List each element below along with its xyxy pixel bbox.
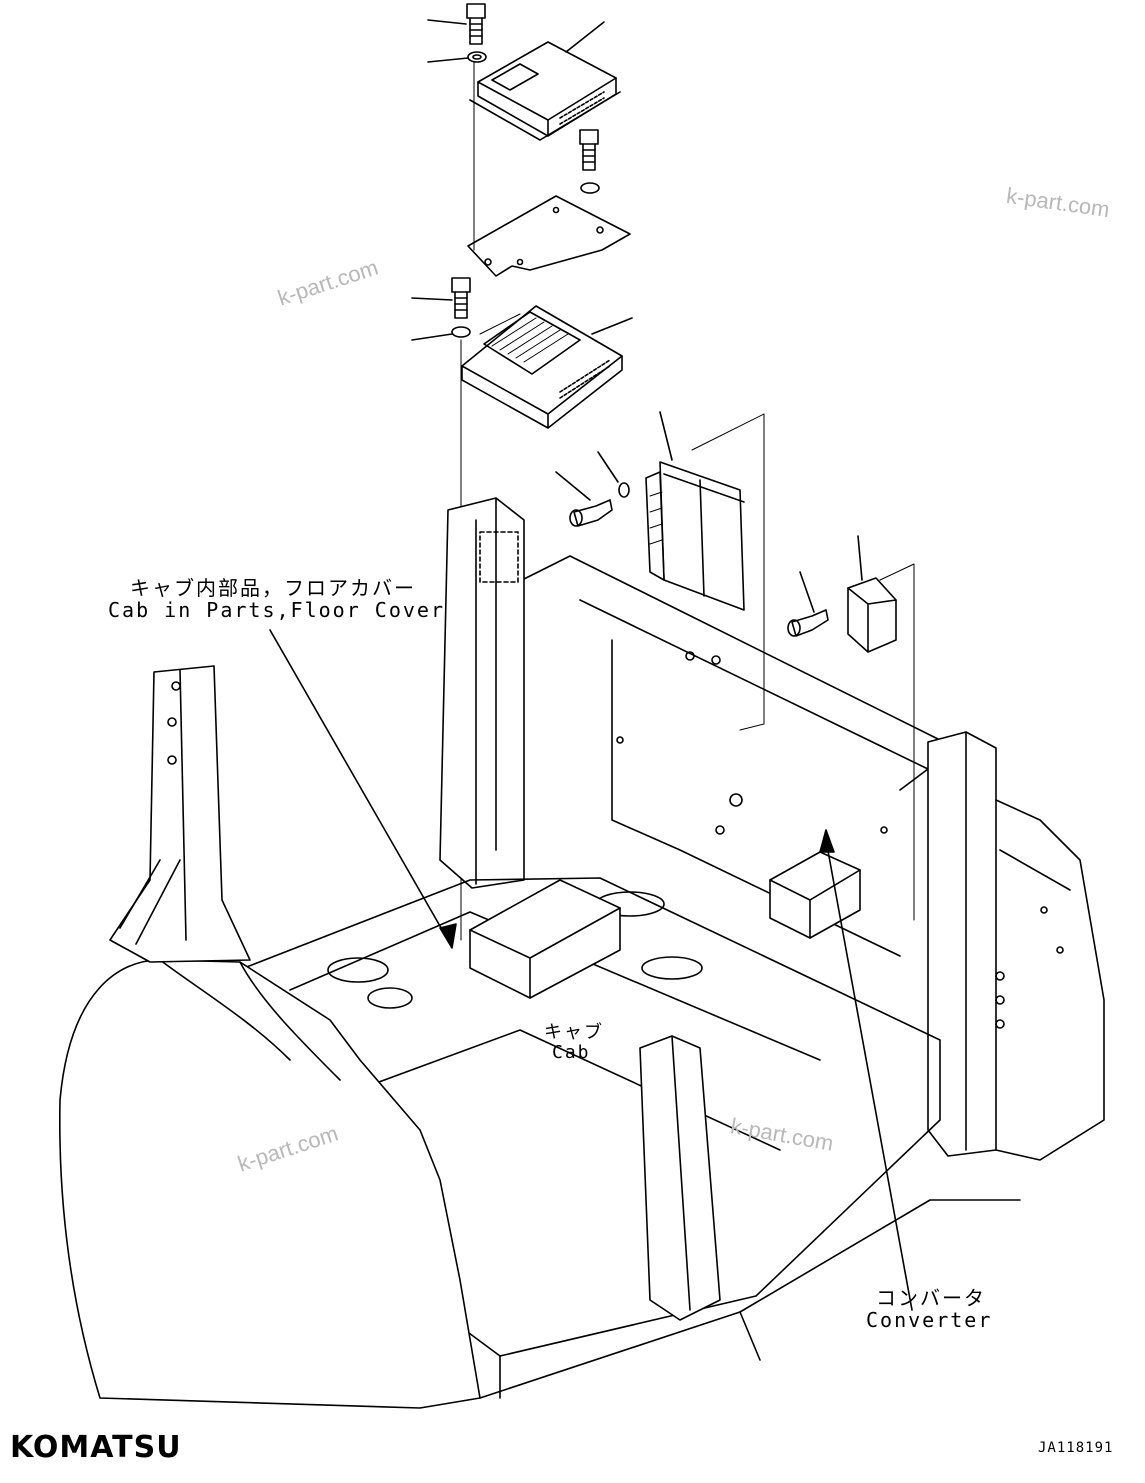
bolt-bracket [579,129,599,171]
label-cab-parts-en: Cab in Parts,Floor Cover [108,598,445,622]
leader-washer-top [427,57,469,63]
bolt-vertical [569,499,613,527]
leader-relay [857,535,863,581]
washer-vertical [618,482,630,498]
leader-controller-top [565,21,605,53]
washer-top [467,51,487,63]
leader-bolt-top [427,19,467,25]
leader-bolt-vertical [555,471,591,501]
leader-controller-middle [591,317,633,335]
label-cab-en: Cab [552,1042,591,1063]
controller-middle [461,305,623,429]
leader-converter [825,839,913,1311]
assembly-frame-vertical [691,413,765,731]
washer-middle [451,326,471,338]
leader-cab-parts [269,629,449,941]
controller-top [469,41,621,141]
bolt-relay [787,609,829,637]
leader-bolt-relay [799,571,815,613]
bracket-plate [467,195,631,277]
komatsu-logo: KOMATSU [10,1430,182,1465]
arrow-cab-parts [439,923,457,949]
leader-washer-vertical [597,451,619,483]
label-cab-parts-jp: キャブ内部品，フロアカバー [130,576,416,600]
assembly-frame-relay [879,563,915,921]
washer-bracket [580,182,600,194]
leader-bolt-middle [411,297,453,301]
bolt-top [466,3,486,45]
bolt-middle [451,277,471,319]
leader-washer-middle [411,333,453,341]
controller-vertical [645,461,745,611]
label-converter-en: Converter [866,1308,993,1332]
label-cab-jp: キャブ [544,1022,604,1043]
drawing-code: JA118191 [1038,1440,1114,1456]
washer-top-hole [472,54,482,60]
leader-controller-vertical [659,411,673,461]
label-converter-jp: コンバータ [876,1286,986,1310]
arrow-converter [819,829,835,853]
relay-box [847,577,897,653]
cab-frame [58,497,1105,1409]
